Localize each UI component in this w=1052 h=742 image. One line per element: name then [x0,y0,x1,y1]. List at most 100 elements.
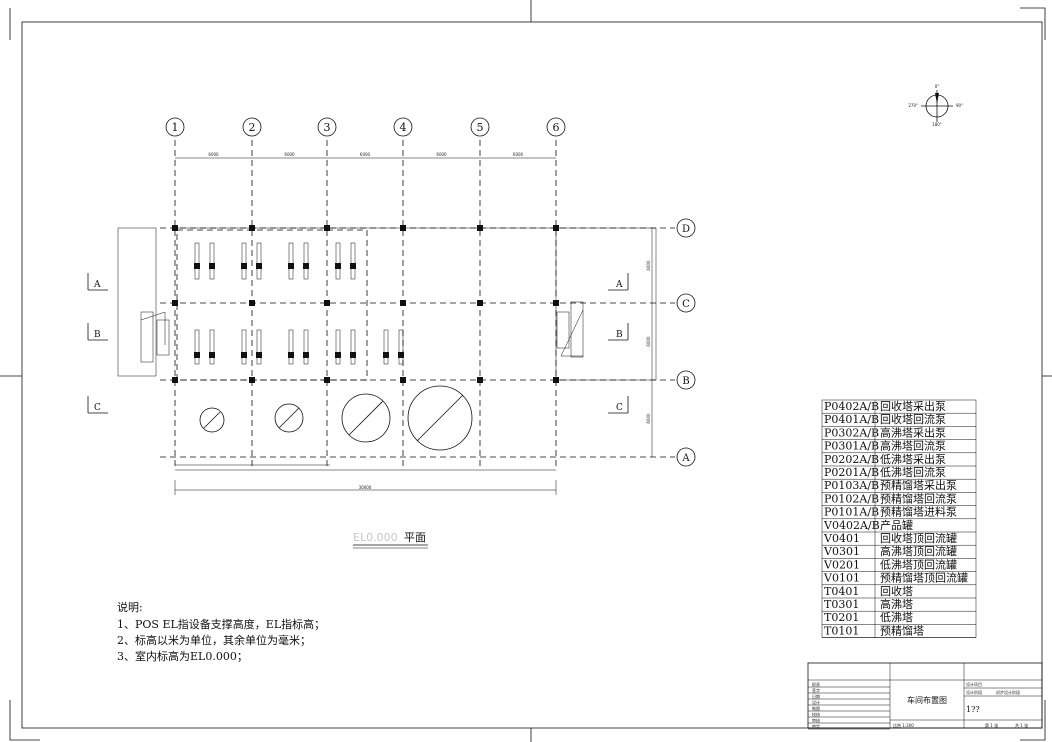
sheet-label: 第 1 张 [985,722,998,728]
title-block-label: 审定 [812,723,820,729]
equipment-tag: P0202A/B [824,453,879,466]
title-block-label: 审核 [812,717,820,723]
title-block-label: 日期 [812,693,820,699]
equipment-tag: P0301A/B [824,440,879,453]
pump-base [194,352,200,358]
title-block-label: 校核 [812,711,820,717]
pump-base [350,352,356,358]
pump [383,329,389,365]
pump-base [288,352,294,358]
stage-label: 设计阶段 [966,689,982,695]
pump-base [194,263,200,269]
pump [241,242,247,280]
section-label: B [616,330,623,340]
equipment-name: 回收塔回流泵 [880,412,946,426]
column-bubble [317,117,337,137]
note-line: 2、标高以米为单位，其余单位为毫米； [117,633,311,647]
pump-base [241,263,247,269]
equipment-tag: V0201 [823,558,860,571]
pump [350,242,356,280]
equipment-name: 预精馏塔采出泵 [880,478,957,492]
pump-base [241,352,247,358]
column-bubble [393,117,413,137]
row-label: D [682,224,690,235]
pump [194,242,200,280]
note-line: 1、POS EL指设备支撑高度，EL指标高； [117,617,325,631]
pump-layer [194,242,404,365]
note-line: 3、室内标高为EL0.000； [117,649,248,663]
structural-column [400,300,406,306]
col-spacing-dim: 6000 [208,152,219,157]
pump-base [256,352,262,358]
pump-base [256,263,262,269]
equipment-tag: V0301 [823,545,860,558]
col-spacing-dim: 6000 [436,152,447,157]
equipment-tag: P0201A/B [824,466,879,479]
title-block-label: 设计 [812,699,820,705]
drawing-mark: 1?? [966,705,980,714]
pump-base [383,352,389,358]
pump-base [209,352,215,358]
equipment-name: 低沸塔 [880,611,913,624]
structural-column [172,300,178,306]
equipment-name: 低沸塔回流泵 [880,465,946,479]
pump [303,329,309,365]
east-label: 90° [956,103,963,108]
pump [256,329,262,365]
col-spacing-dim: 6000 [513,152,524,157]
equipment-tag: V0401 [823,532,860,545]
column-bubble [546,117,566,137]
plan-title: EL0.000 平面 [353,531,428,549]
row-label: A [681,453,690,464]
west-label: 270° [908,103,918,108]
tower-t0201 [274,403,304,433]
equipment-name: 高沸塔 [880,597,913,611]
equipment-tag: V0101 [823,572,860,585]
col-spacing-dim: 6000 [284,152,295,157]
title-block-label: 制图 [812,705,820,711]
column-label: 6 [553,121,560,134]
equipment-tag: T0201 [824,611,859,624]
column-label: 4 [400,121,407,134]
pump [256,242,262,280]
row-spacing-dim: 6000 [646,260,651,271]
stair-left [140,311,170,363]
equipment-tag: P0102A/B [824,492,879,505]
pump [288,242,294,280]
corner-mark-tr [1020,7,1046,40]
row-spacing-dim: 6000 [646,413,651,424]
row-bubble [676,218,696,238]
pump [398,329,404,365]
equipment-name: 预精馏塔回流泵 [880,491,957,505]
equipment-tag: P0401A/B [824,413,879,426]
section-label: C [94,403,101,413]
section-label: A [93,280,101,290]
pump-base [335,352,341,358]
tower-t0401 [407,385,473,451]
equipment-tag: P0302A/B [824,426,879,439]
column-label: 2 [249,121,256,134]
row-spacing-dim: 6000 [646,336,651,347]
notes: 说明: 1、POS EL指设备支撑高度，EL指标高； 2、标高以米为单位，其余单… [117,600,325,663]
pump-base [303,352,309,358]
project-label: 设计项目 [966,681,982,687]
col-spacing-dim: 6000 [360,152,371,157]
equipment-name: 低沸塔采出泵 [880,452,946,466]
column-bubble [242,117,262,137]
north-label: 0° [935,84,940,89]
pump [335,242,341,280]
total-width-dim: 30000 [359,485,372,490]
pump [209,242,215,280]
pump-base [288,263,294,269]
row-label: C [682,299,690,310]
pump [288,329,294,365]
north-arrow: 0° 90° 180° 270° [908,84,963,127]
equipment-name: 回收塔 [880,584,913,598]
equipment-name: 预精馏塔顶回流罐 [880,571,968,585]
corner-mark-bl [9,700,40,741]
towers [199,385,473,451]
row-label: B [682,376,689,387]
